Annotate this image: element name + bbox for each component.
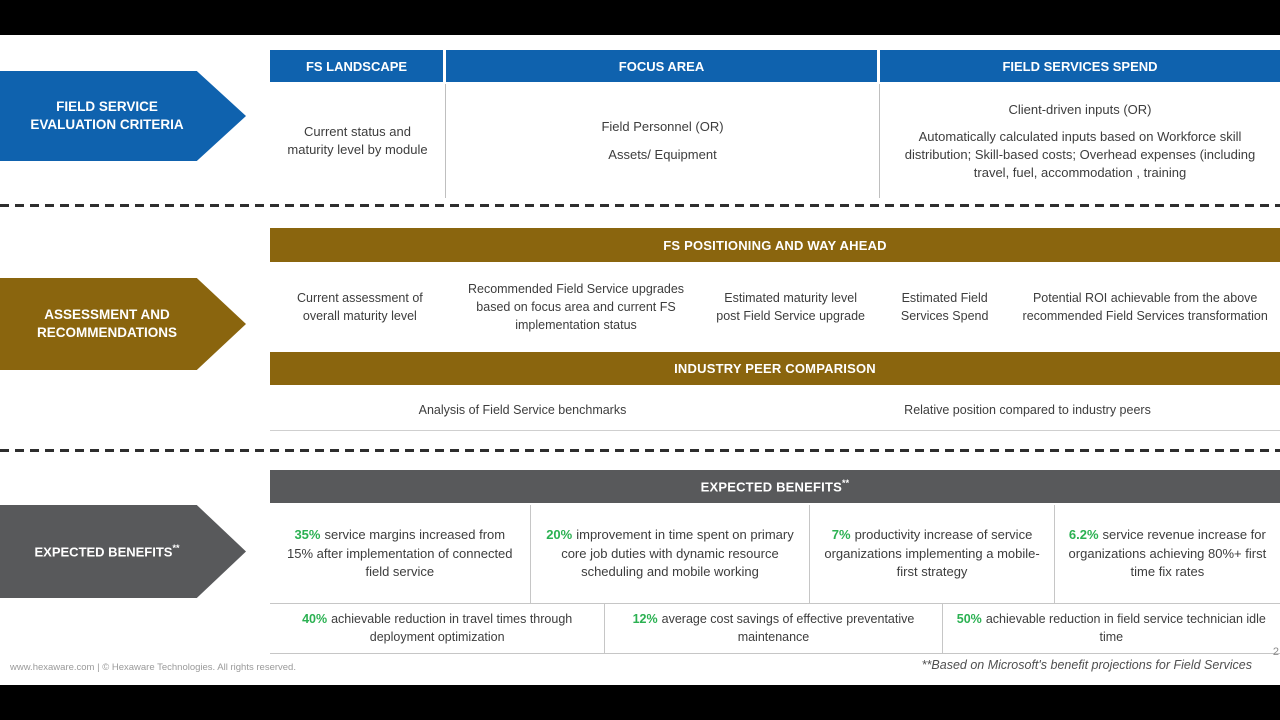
benefits-row-2: 40%achievable reduction in travel times … (270, 604, 1280, 654)
header-fs-landscape: FS LANDSCAPE (270, 50, 443, 82)
dashed-divider-top (0, 204, 1280, 207)
criteria-table-body-row: Current status and maturity level by mod… (270, 84, 1280, 198)
benefit-percentage: 35% (294, 527, 321, 543)
footnote-text: **Based on Microsoft's benefit projectio… (921, 658, 1252, 672)
cell-focus-area: Field Personnel (OR) Assets/ Equipment (446, 84, 880, 198)
benefit-cell: 12%average cost savings of effective pre… (605, 604, 943, 653)
benefit-cell: 35%service margins increased from 15% af… (270, 505, 531, 603)
benefit-cell: 20%improvement in time spent on primary … (531, 505, 811, 603)
band-industry-peer-comparison: INDUSTRY PEER COMPARISON (270, 352, 1280, 385)
cell-text: Assets/ Equipment (608, 147, 717, 162)
benefit-text: productivity increase of service organiz… (824, 527, 1040, 580)
dashed-divider-bottom (0, 449, 1280, 452)
benefit-percentage: 6.2% (1068, 527, 1099, 543)
page-number: 2 (1272, 646, 1279, 658)
benefit-percentage: 40% (302, 611, 328, 626)
benefit-text: achievable reduction in travel times thr… (331, 611, 573, 644)
benefit-text: achievable reduction in field service te… (985, 611, 1266, 644)
criteria-table-header-row: FS LANDSCAPE FOCUS AREA FIELD SERVICES S… (270, 50, 1280, 82)
benefit-cell: 6.2%service revenue increase for organiz… (1055, 505, 1280, 603)
section-arrow-expected-benefits: EXPECTED BENEFITS** (0, 505, 246, 598)
benefit-percentage: 12% (632, 611, 658, 626)
section-arrow-assessment-recommendations: ASSESSMENT AND RECOMMENDATIONS (0, 278, 246, 370)
benefit-percentage: 7% (831, 527, 851, 543)
benefit-text: average cost savings of effective preven… (661, 611, 915, 644)
cell-text: Current status and maturity level by mod… (287, 124, 428, 157)
benefit-percentage: 20% (546, 527, 573, 543)
peer-comparison-row: Analysis of Field Service benchmarks Rel… (270, 390, 1280, 431)
benefits-row-1: 35%service margins increased from 15% af… (270, 505, 1280, 604)
positioning-column: Potential ROI achievable from the above … (1022, 290, 1268, 323)
footnote-marker: ** (172, 543, 180, 554)
band-label: EXPECTED BENEFITS** (700, 478, 850, 495)
benefit-text: service margins increased from 15% after… (287, 527, 513, 580)
benefit-cell: 7%productivity increase of service organ… (810, 505, 1055, 603)
benefit-text: improvement in time spent on primary cor… (561, 527, 794, 580)
cell-fs-landscape: Current status and maturity level by mod… (270, 84, 446, 198)
slide-canvas: FIELD SERVICE EVALUATION CRITERIA FS LAN… (0, 35, 1280, 685)
header-field-services-spend: FIELD SERVICES SPEND (880, 50, 1280, 82)
arrow-label: EXPECTED BENEFITS** (34, 543, 180, 560)
arrow-label: FIELD SERVICE EVALUATION CRITERIA (30, 98, 184, 132)
positioning-column: Estimated maturity level post Field Serv… (716, 290, 865, 323)
section-arrow-evaluation-criteria: FIELD SERVICE EVALUATION CRITERIA (0, 71, 246, 161)
positioning-column: Estimated Field Services Spend (900, 290, 989, 323)
benefit-cell: 40%achievable reduction in travel times … (270, 604, 606, 653)
positioning-columns-row: Current assessment of overall maturity l… (270, 265, 1280, 349)
positioning-column: Recommended Field Service upgrades based… (467, 281, 685, 333)
cell-field-services-spend: Client-driven inputs (OR) Automatically … (880, 84, 1280, 198)
footnote-marker: ** (841, 478, 850, 489)
peer-column: Relative position compared to industry p… (904, 403, 1151, 417)
peer-column: Analysis of Field Service benchmarks (418, 403, 627, 417)
band-expected-benefits: EXPECTED BENEFITS** (270, 470, 1280, 503)
benefit-text: service revenue increase for organizatio… (1068, 527, 1267, 580)
cell-text: Client-driven inputs (OR) (1008, 101, 1152, 117)
band-label: INDUSTRY PEER COMPARISON (674, 361, 876, 376)
benefit-cell: 50%achievable reduction in field service… (943, 604, 1280, 653)
band-fs-positioning: FS POSITIONING AND WAY AHEAD (270, 228, 1280, 262)
header-focus-area: FOCUS AREA (446, 50, 877, 82)
positioning-column: Current assessment of overall maturity l… (297, 290, 423, 323)
cell-text: Field Personnel (OR) (601, 119, 724, 135)
benefit-percentage: 50% (956, 611, 982, 626)
cell-text: Automatically calculated inputs based on… (904, 129, 1256, 180)
copyright-footer: www.hexaware.com | © Hexaware Technologi… (10, 662, 296, 673)
band-label: FS POSITIONING AND WAY AHEAD (663, 237, 887, 253)
arrow-label: ASSESSMENT AND RECOMMENDATIONS (37, 306, 177, 340)
